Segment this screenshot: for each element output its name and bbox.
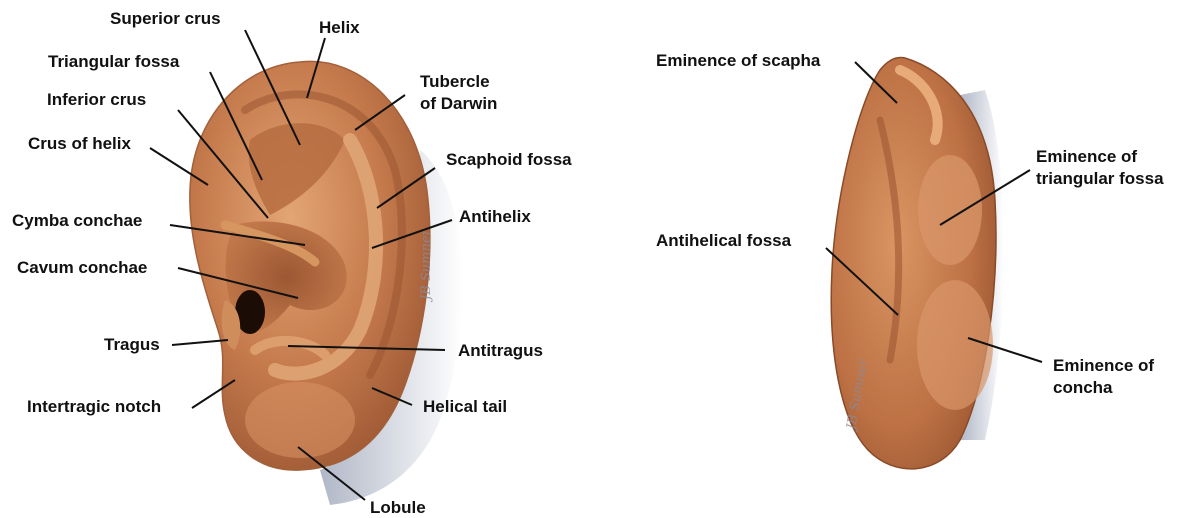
- label-tubercle-line1: Tubercle: [420, 72, 490, 91]
- leader-tragus: [172, 340, 228, 345]
- label-intertragic-notch: Intertragic notch: [27, 397, 161, 416]
- label-tragus: Tragus: [104, 335, 160, 354]
- label-cavum-conchae: Cavum conchae: [17, 258, 147, 277]
- label-superior-crus: Superior crus: [110, 9, 221, 28]
- label-eminence-triangular-fossa-line2: triangular fossa: [1036, 169, 1164, 188]
- front-ear-illustration: JB Sumner: [190, 61, 463, 505]
- label-triangular-fossa: Triangular fossa: [48, 52, 180, 71]
- label-antihelix: Antihelix: [459, 207, 531, 226]
- label-helical-tail: Helical tail: [423, 397, 507, 416]
- eminence-concha-shape: [917, 280, 993, 410]
- eminence-triangular-fossa-shape: [918, 155, 982, 265]
- label-eminence-of-concha-line2: concha: [1053, 378, 1113, 397]
- label-cymba-conchae: Cymba conchae: [12, 211, 142, 230]
- label-antitragus: Antitragus: [458, 341, 543, 360]
- label-antihelical-fossa: Antihelical fossa: [656, 231, 792, 250]
- label-eminence-triangular-fossa-line1: Eminence of: [1036, 147, 1137, 166]
- label-lobule: Lobule: [370, 498, 426, 517]
- label-helix: Helix: [319, 18, 360, 37]
- label-eminence-of-concha-line1: Eminence of: [1053, 356, 1154, 375]
- label-scaphoid-fossa: Scaphoid fossa: [446, 150, 572, 169]
- label-inferior-crus: Inferior crus: [47, 90, 146, 109]
- label-crus-of-helix: Crus of helix: [28, 134, 132, 153]
- label-eminence-of-scapha: Eminence of scapha: [656, 51, 821, 70]
- lobule-highlight: [245, 382, 355, 458]
- label-tubercle-line2: of Darwin: [420, 94, 497, 113]
- front-signature: JB Sumner: [419, 228, 434, 303]
- back-ear-illustration: JB Sumner: [831, 58, 1004, 469]
